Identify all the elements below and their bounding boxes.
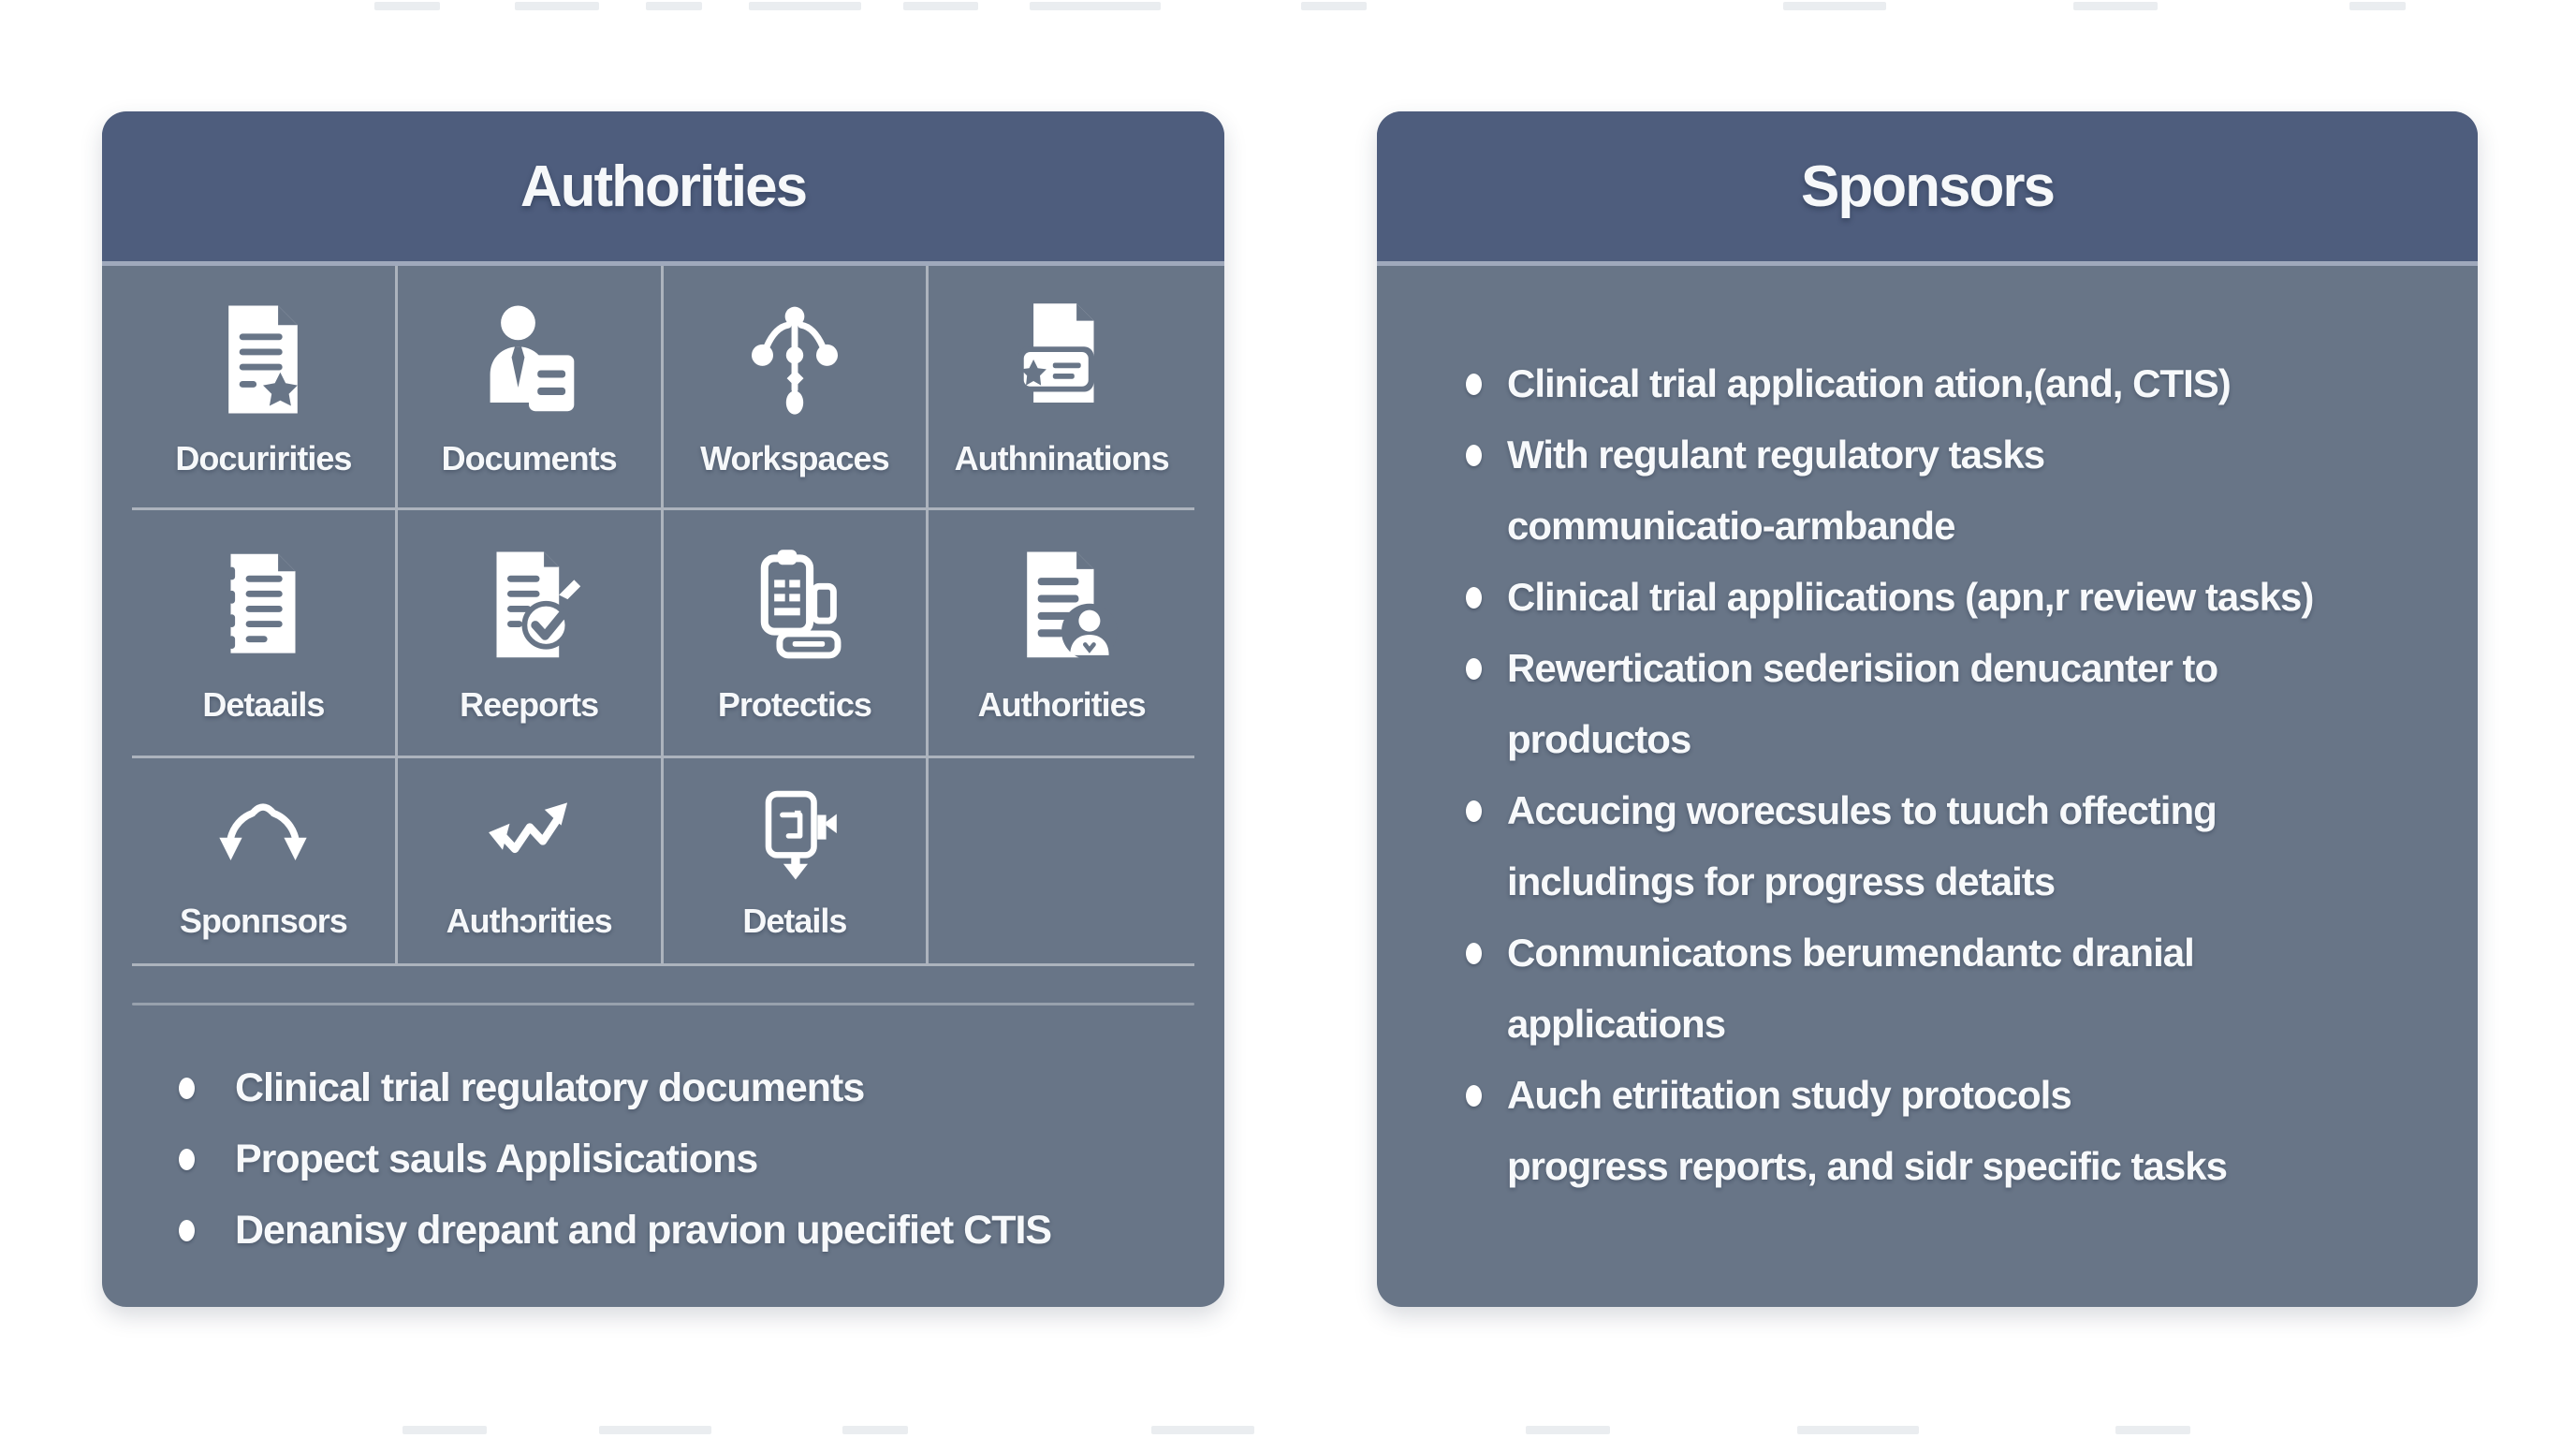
list-item: Conmunicatons berumendantc dranial appli… <box>1460 917 2434 1060</box>
authorization-card-icon <box>997 295 1126 424</box>
bullet-text: productos <box>1507 717 1691 761</box>
grid-cell: Details <box>663 758 929 966</box>
list-item: Denanisy drepant and pravion upecifiet C… <box>173 1195 1193 1266</box>
grid-cell: Authorities <box>929 510 1194 758</box>
grid-cell-label: Detaails <box>202 685 325 724</box>
grid-cell: Protectics <box>663 510 929 758</box>
list-item: Rewertication sederisiion denucanter to … <box>1460 633 2434 775</box>
sponsors-panel-header: Sponsors <box>1377 111 2478 266</box>
authorities-title: Authorities <box>520 154 808 219</box>
grid-cell-label: Authorities <box>977 685 1147 724</box>
authorities-icon-grid: Docuririties Documents Workspaces Authni… <box>132 266 1194 966</box>
list-item: Clinical trial application ation,(and, C… <box>1460 348 2434 419</box>
top-edge-artifact <box>2073 2 2158 10</box>
top-edge-artifact <box>903 2 978 10</box>
grid-underline <box>132 1003 1194 1005</box>
grid-cell-label: Documents <box>441 439 618 477</box>
grid-cell-label: Sponпsors <box>179 901 348 940</box>
top-edge-artifact <box>1783 2 1886 10</box>
zigzag-trend-arrow-icon <box>476 782 581 887</box>
top-edge-artifact <box>1301 2 1367 10</box>
bottom-edge-artifact <box>2115 1426 2190 1434</box>
bullet-text: applications <box>1507 1002 1726 1046</box>
top-edge-artifact <box>374 2 440 10</box>
bullet-text: Denanisy drepant and pravion upecifiet C… <box>235 1208 1052 1253</box>
grid-cell: Authɔrities <box>397 758 664 966</box>
grid-cell: Detaails <box>132 510 398 758</box>
bullet-text: Auch etriitation study protocols <box>1507 1073 2072 1117</box>
grid-cell: Sponпsors <box>132 758 398 966</box>
list-item: With regulant regulatory tasks communica… <box>1460 419 2434 562</box>
top-edge-artifact <box>749 2 861 10</box>
bullet-text: communicatio-armbande <box>1507 504 1955 548</box>
grid-cell-label: Details <box>742 901 847 940</box>
grid-cell: Authninations <box>929 266 1194 510</box>
grid-cell-label: Reeports <box>460 685 599 724</box>
list-item: Accucing worecsules to tuuch offecting i… <box>1460 775 2434 917</box>
list-item: Auch etriitation study protocols progres… <box>1460 1060 2434 1202</box>
list-item: Clinical trial regulatory documents <box>173 1052 1193 1123</box>
sponsors-panel: Sponsors Clinical trial application atio… <box>1377 111 2478 1307</box>
bottom-edge-artifact <box>1797 1426 1919 1434</box>
bottom-edge-artifact <box>1526 1426 1610 1434</box>
notebook-pages-icon <box>198 541 328 670</box>
bullet-text: Rewertication sederisiion denucanter to <box>1507 646 2218 690</box>
grid-cell-empty <box>929 758 1194 966</box>
grid-cell-label: Protectics <box>717 685 872 724</box>
bottom-edge-artifact <box>842 1426 908 1434</box>
workflow-nodes-icon <box>730 295 859 424</box>
grid-cell: Documents <box>397 266 664 510</box>
grid-cell-label: Docuririties <box>175 439 352 477</box>
curved-exchange-arrows-icon <box>211 782 315 887</box>
authorities-bullet-list: Clinical trial regulatory documents Prop… <box>173 1052 1193 1266</box>
bullet-text: Accucing worecsules to tuuch offecting <box>1507 788 2217 832</box>
bottom-edge-artifact <box>599 1426 711 1434</box>
bullet-text: Clinical trial application ation,(and, C… <box>1507 361 2232 405</box>
bullet-text: Clinical trial appliications (apn,r revi… <box>1507 575 2314 619</box>
top-edge-artifact <box>1030 2 1161 10</box>
list-item: Propect sauls Applisications <box>173 1123 1193 1195</box>
bullet-text: includings for progress detaits <box>1507 859 2056 903</box>
top-edge-artifact <box>2349 2 2406 10</box>
person-document-icon <box>464 295 593 424</box>
grid-cell: Reeports <box>397 510 664 758</box>
bottom-edge-artifact <box>1151 1426 1254 1434</box>
bullet-text: Clinical trial regulatory documents <box>235 1065 865 1110</box>
grid-cell-label: Authɔrities <box>446 901 613 940</box>
top-edge-artifact <box>646 2 702 10</box>
clipboard-devices-icon <box>730 541 859 670</box>
bullet-text: With regulant regulatory tasks <box>1507 433 2045 477</box>
grid-cell: Docuririties <box>132 266 398 510</box>
report-check-icon <box>464 541 593 670</box>
document-person-icon <box>997 541 1126 670</box>
top-edge-artifact <box>515 2 599 10</box>
bullet-text: Propect sauls Applisications <box>235 1137 758 1181</box>
certificate-document-icon <box>198 295 328 424</box>
bullet-text: Conmunicatons berumendantc dranial <box>1507 931 2195 975</box>
bottom-edge-artifact <box>402 1426 487 1434</box>
authorities-panel: Authorities Docuririties Documents <box>102 111 1224 1307</box>
grid-cell-label: Workspaces <box>700 439 889 477</box>
grid-cell-label: Authninations <box>954 439 1170 477</box>
sponsors-bullet-list: Clinical trial application ation,(and, C… <box>1460 348 2434 1202</box>
grid-cell: Workspaces <box>663 266 929 510</box>
screen-message-icon <box>742 782 847 887</box>
sponsors-title: Sponsors <box>1801 154 2056 219</box>
list-item: Clinical trial appliications (apn,r revi… <box>1460 562 2434 633</box>
authorities-panel-header: Authorities <box>102 111 1224 266</box>
bullet-text: progress reports, and sidr specific task… <box>1507 1144 2228 1188</box>
